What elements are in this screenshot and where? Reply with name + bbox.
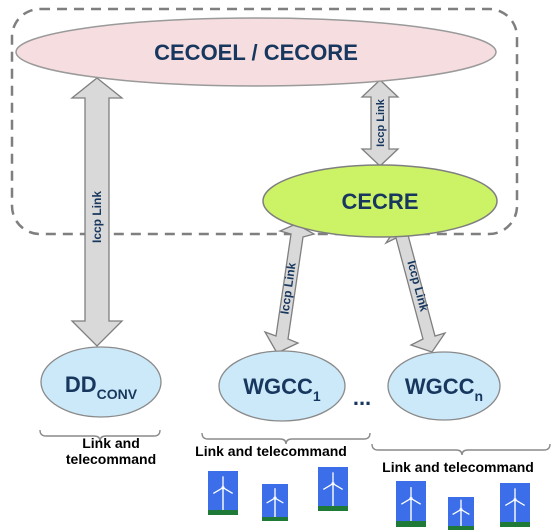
- caption-dd-line2: telecommand: [66, 451, 156, 467]
- node-wgcc1-label: WGCC: [243, 374, 313, 399]
- svg-text:WGCCn: WGCCn: [405, 374, 483, 404]
- caption-dd-line1: Link and: [82, 435, 140, 451]
- arrow-right: Iccp Link: [384, 224, 447, 353]
- caption-wgccn: Link and telecommand: [382, 459, 534, 475]
- wind-turbine-icon: [208, 471, 238, 515]
- node-cecre: CECRE: [262, 164, 498, 238]
- node-wgccn-subscript: n: [475, 388, 484, 404]
- node-wgcc-1: WGCC1: [218, 350, 346, 422]
- wind-turbine-icon: [262, 484, 288, 521]
- arrow-left: Iccp Link: [70, 77, 124, 347]
- link-label-left: Iccp Link: [90, 191, 104, 243]
- caption-wgcc1: Link and telecommand: [195, 443, 347, 459]
- wind-turbine-icon: [500, 483, 530, 527]
- svg-text:DDCONV: DDCONV: [65, 372, 138, 402]
- ellipsis-text: ...: [353, 385, 371, 410]
- node-wgcc-n: WGCCn: [387, 351, 501, 421]
- node-cecoel-cecore: CECOEL / CECORE: [15, 17, 497, 87]
- svg-text:WGCC1: WGCC1: [243, 374, 321, 404]
- brace-dd: [39, 429, 161, 442]
- node-cecoel-label: CECOEL / CECORE: [154, 40, 358, 65]
- node-wgcc1-subscript: 1: [313, 388, 321, 404]
- wind-turbine-group: [208, 467, 530, 530]
- wind-turbine-icon: [448, 497, 474, 530]
- system-boundary: [10, 7, 519, 236]
- node-dd-label: DD: [65, 372, 97, 397]
- wind-turbine-icon: [318, 467, 348, 511]
- brace-wgcc1: [201, 432, 371, 445]
- arrow-top: Iccp Link: [360, 79, 400, 167]
- link-label-top: Iccp Link: [375, 98, 387, 147]
- node-cecre-label: CECRE: [341, 189, 418, 214]
- node-wgccn-label: WGCC: [405, 374, 475, 399]
- node-dd-conv: DDCONV: [40, 346, 162, 418]
- brace-wgccn: [371, 443, 551, 456]
- node-dd-subscript: CONV: [97, 386, 138, 402]
- arrow-mid: Iccp Link: [263, 223, 316, 354]
- wind-turbine-icon: [396, 481, 426, 527]
